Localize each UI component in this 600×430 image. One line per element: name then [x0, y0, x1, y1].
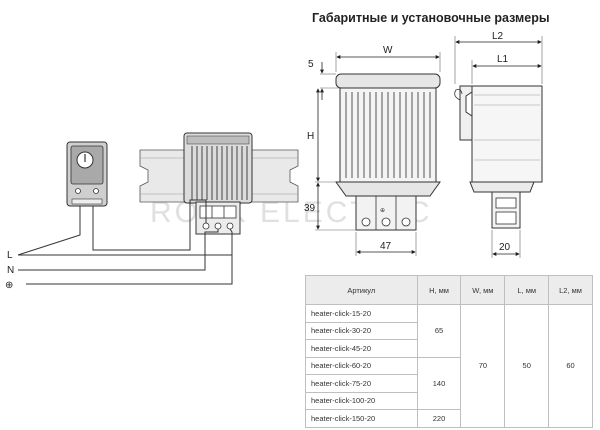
- h-value-cell: 65: [416, 304, 462, 358]
- article-cell: heater-click-45-20: [305, 339, 418, 358]
- l-value-cell: 50: [504, 304, 550, 428]
- dimension-l1: [471, 60, 542, 84]
- svg-text:⊕: ⊕: [380, 207, 385, 214]
- header-l2: L2, мм: [548, 275, 593, 305]
- header-l: L, мм: [504, 275, 550, 305]
- article-cell: heater-click-15-20: [305, 304, 418, 323]
- dimension-w: [335, 52, 441, 72]
- wire-pe-label: ⊕: [5, 280, 13, 291]
- article-cell: heater-click-100-20: [305, 391, 418, 410]
- article-cell: heater-click-30-20: [305, 321, 418, 340]
- dimension-20: [491, 230, 521, 258]
- heater-unit: [183, 132, 253, 235]
- front-view-heater: ⊕: [335, 73, 441, 231]
- dim-l2-label: L2: [492, 31, 504, 42]
- h-value-cell: 140: [416, 356, 462, 410]
- dim-47-label: 47: [380, 241, 392, 252]
- header-h: H, мм: [416, 275, 462, 305]
- thermostat: [66, 141, 108, 207]
- wire-l-label: L: [7, 250, 13, 261]
- article-cell: heater-click-150-20: [305, 409, 418, 428]
- table-row: heater-click-60-20 140: [305, 356, 593, 410]
- dimension-h: [315, 88, 336, 183]
- table-row: heater-click-150-20 220: [305, 409, 593, 428]
- dim-l1-label: L1: [497, 54, 509, 65]
- wiring: [17, 199, 233, 285]
- dim-h-label: H: [307, 131, 314, 142]
- dim-39-label: 39: [304, 203, 316, 214]
- article-cell: heater-click-75-20: [305, 374, 418, 393]
- spec-table-header-row: Артикул H, мм W, мм L, мм L2, мм: [305, 275, 593, 305]
- spec-table: Артикул H, мм W, мм L, мм L2, мм heater-…: [305, 275, 593, 428]
- dimension-5: [320, 62, 340, 100]
- dimension-39: [315, 182, 356, 231]
- w-value-cell: 70: [460, 304, 506, 428]
- dim-5-label: 5: [308, 59, 314, 70]
- dimension-l2: [454, 36, 543, 84]
- page-title: Габаритные и установочные размеры: [312, 11, 550, 25]
- dim-w-label: W: [383, 45, 393, 56]
- dim-20-label: 20: [499, 242, 511, 253]
- dimension-47: [355, 232, 417, 256]
- side-view-heater: [454, 85, 543, 229]
- h-value-cell: 220: [416, 409, 462, 428]
- header-w: W, мм: [460, 275, 506, 305]
- l2-value-cell: 60: [548, 304, 593, 428]
- wire-n-label: N: [7, 265, 14, 276]
- header-article: Артикул: [305, 275, 418, 305]
- article-cell: heater-click-60-20: [305, 356, 418, 375]
- table-row: heater-click-15-20 65 70 50 60: [305, 304, 593, 428]
